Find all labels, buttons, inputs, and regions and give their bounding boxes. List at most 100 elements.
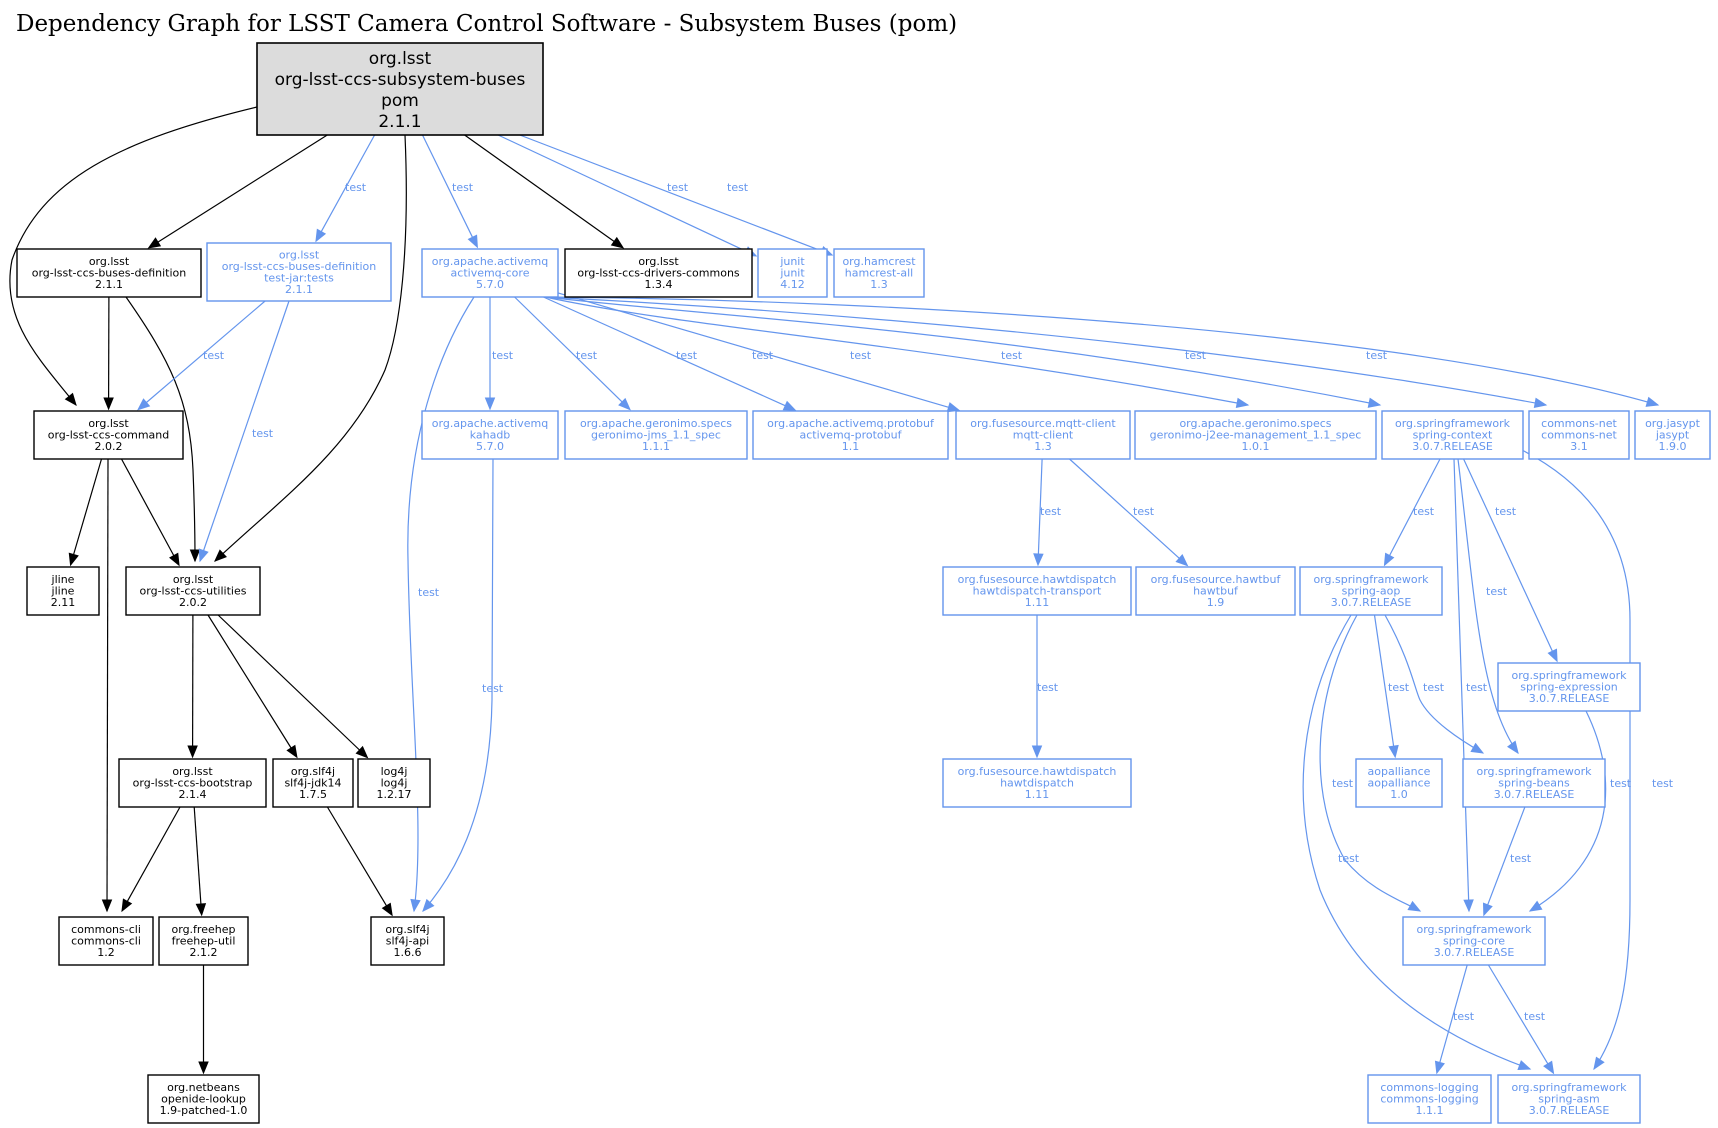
node-box[interactable] (58, 916, 154, 966)
node-artifact-id: commons-net (1541, 429, 1617, 442)
node-spring-expression[interactable]: org.springframeworkspring-expression3.0.… (1497, 662, 1641, 712)
node-box[interactable] (1134, 410, 1377, 460)
arrowhead-icon (1517, 1060, 1532, 1071)
node-box[interactable] (1299, 566, 1443, 616)
node-hawtdispatch[interactable]: org.fusesource.hawtdispatchhawtdispatch1… (942, 758, 1132, 808)
node-box[interactable] (125, 566, 261, 616)
node-spring-context[interactable]: org.springframeworkspring-context3.0.7.R… (1381, 410, 1524, 460)
edge-activemq-core-to-geronimo-jms: test (514, 296, 631, 411)
node-geronimo-jms[interactable]: org.apache.geronimo.specsgeronimo-jms_1.… (564, 410, 748, 460)
edge-activemq-core-to-kahadb: test (484, 297, 514, 411)
arrowhead-icon (1547, 648, 1558, 663)
node-geronimo-j2ee[interactable]: org.apache.geronimo.specsgeronimo-j2ee-m… (1134, 410, 1377, 460)
edge-buses-def-tests-to-ccs-utilities: test (198, 300, 290, 563)
edge-spring-expression-to-spring-core: test (1528, 710, 1632, 912)
node-box[interactable] (1634, 410, 1711, 460)
edge-line (1373, 614, 1395, 747)
node-spring-beans[interactable]: org.springframeworkspring-beans3.0.7.REL… (1462, 758, 1606, 808)
edge-line (543, 296, 786, 407)
node-box[interactable] (564, 410, 748, 460)
node-box[interactable] (752, 410, 949, 460)
arrowhead-icon (610, 236, 625, 249)
node-box[interactable] (421, 248, 559, 298)
node-artifact-id: org-lsst-ccs-bootstrap (133, 777, 253, 790)
node-box[interactable] (1381, 410, 1524, 460)
node-buses-def[interactable]: org.lsstorg-lsst-ccs-buses-definition2.1… (16, 248, 202, 298)
node-version: 1.11 (1025, 788, 1050, 801)
node-box[interactable] (1528, 410, 1630, 460)
node-box[interactable] (1497, 1074, 1641, 1124)
edge-label: test (1486, 585, 1508, 598)
node-box[interactable] (421, 410, 559, 460)
node-box[interactable] (118, 758, 267, 808)
node-box[interactable] (1402, 916, 1546, 966)
edge-spring-aop-to-spring-beans: test (1384, 614, 1485, 754)
node-box[interactable] (26, 566, 100, 616)
node-box[interactable] (833, 248, 925, 298)
edge-line (9, 106, 258, 406)
node-box[interactable] (370, 916, 445, 966)
node-buses-def-tests[interactable]: org.lsstorg-lsst-ccs-buses-definitiontes… (206, 242, 392, 302)
node-box[interactable] (757, 248, 828, 298)
node-artifact-id: commons-cli (71, 935, 141, 948)
arrowhead-icon (68, 552, 79, 567)
node-drivers-commons[interactable]: org.lsstorg-lsst-ccs-drivers-commons1.3.… (564, 248, 753, 298)
node-box[interactable] (942, 758, 1132, 808)
node-box[interactable] (1497, 662, 1641, 712)
edge-line (1457, 458, 1519, 754)
node-box[interactable] (1367, 1074, 1492, 1124)
node-box[interactable] (147, 1074, 260, 1124)
edge-root-to-activemq-core: test (421, 134, 478, 249)
edge-line (125, 296, 196, 562)
node-box[interactable] (206, 242, 392, 302)
node-group-id: org.lsst (173, 573, 214, 586)
node-box[interactable] (564, 248, 753, 298)
node-box[interactable] (272, 758, 354, 808)
node-box[interactable] (158, 916, 249, 966)
node-spring-aop[interactable]: org.springframeworkspring-aop3.0.7.RELEA… (1299, 566, 1443, 616)
node-version: 3.0.7.RELEASE (1529, 1104, 1610, 1117)
node-artifact-id: org-lsst-ccs-buses-definition (222, 260, 377, 273)
node-box[interactable] (256, 42, 544, 136)
node-box[interactable] (1355, 758, 1443, 808)
node-spring-asm[interactable]: org.springframeworkspring-asm3.0.7.RELEA… (1497, 1074, 1641, 1124)
node-activemq-protobuf[interactable]: org.apache.activemq.protobufactivemq-pro… (752, 410, 949, 460)
node-hawtdispatch-transport[interactable]: org.fusesource.hawtdispatchhawtdispatch-… (942, 566, 1132, 616)
node-root[interactable]: org.lsstorg-lsst-ccs-subsystem-busespom2… (256, 42, 544, 136)
node-box[interactable] (357, 758, 431, 808)
node-box[interactable] (942, 566, 1132, 616)
node-openide-lookup[interactable]: org.netbeansopenide-lookup1.9-patched-1.… (147, 1074, 260, 1124)
node-box[interactable] (33, 410, 184, 460)
node-version: 2.0.2 (179, 596, 207, 609)
edge-line (514, 296, 623, 403)
node-box[interactable] (955, 410, 1131, 460)
node-spring-core[interactable]: org.springframeworkspring-core3.0.7.RELE… (1402, 916, 1546, 966)
node-box[interactable] (16, 248, 202, 298)
node-artifact-id: hawtdispatch (1000, 777, 1074, 790)
arrowhead-icon (103, 397, 114, 411)
node-box[interactable] (1462, 758, 1606, 808)
node-box[interactable] (1135, 566, 1296, 616)
node-group-id: org.apache.activemq (432, 417, 548, 430)
arrowhead-icon (64, 392, 77, 407)
node-artifact-id: spring-asm (1538, 1093, 1599, 1106)
